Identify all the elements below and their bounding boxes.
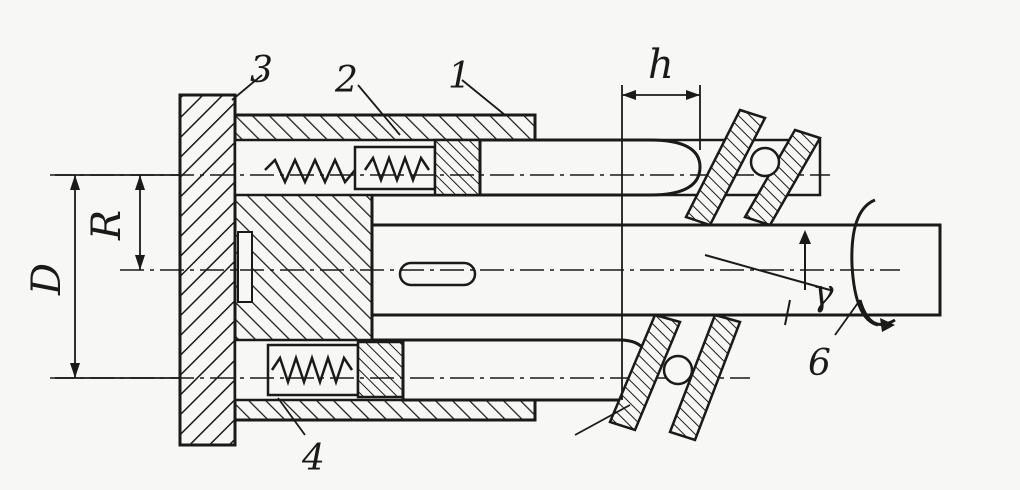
tilted-disc-upper-b xyxy=(743,128,822,227)
h-arrow-right xyxy=(686,90,700,100)
lower-insert xyxy=(356,340,405,399)
r-arrow-bottom xyxy=(135,255,145,270)
label-part-3: 3 xyxy=(250,50,273,91)
rotation-arrowhead xyxy=(880,318,895,332)
lower-ball xyxy=(662,354,694,386)
rotation-arrow xyxy=(850,198,879,327)
label-dim-d: D xyxy=(24,263,70,296)
upper-inner-spring xyxy=(363,154,431,184)
leader-3 xyxy=(231,74,263,101)
d-arrow-bottom xyxy=(70,363,80,378)
upper-insert xyxy=(433,138,482,197)
lower-spring xyxy=(270,354,354,386)
upper-plunger-tip xyxy=(478,138,702,197)
label-part-1: 1 xyxy=(448,56,471,97)
h-arrow-left xyxy=(622,90,636,100)
tilted-disc-upper-a xyxy=(684,108,767,227)
r-arrow-top xyxy=(135,175,145,190)
tilted-disc-lower-b xyxy=(668,313,742,442)
label-dim-h: h xyxy=(648,42,674,88)
upper-ball xyxy=(749,146,781,178)
upper-spring xyxy=(264,156,356,186)
label-dim-r: R xyxy=(84,210,130,241)
leader-6 xyxy=(834,299,861,336)
angle-arrowhead xyxy=(799,230,811,244)
label-angle-gamma: γ xyxy=(812,273,834,314)
rotation-arrow-lower xyxy=(858,299,896,326)
keyway-slot xyxy=(398,261,477,287)
leader-lower xyxy=(574,404,631,436)
tilted-disc-lower-a xyxy=(608,313,682,432)
leader-4 xyxy=(277,397,306,436)
leader-1 xyxy=(461,79,506,116)
tilted-axis xyxy=(704,254,831,291)
leader-2 xyxy=(357,84,401,136)
angle-arrow-down xyxy=(784,299,791,326)
label-part-4: 4 xyxy=(301,438,325,479)
label-part-2: 2 xyxy=(334,60,358,101)
lower-plunger-tip xyxy=(401,338,652,402)
d-arrow-top xyxy=(70,175,80,190)
label-part-6: 6 xyxy=(808,343,831,384)
base-slot xyxy=(237,231,253,303)
